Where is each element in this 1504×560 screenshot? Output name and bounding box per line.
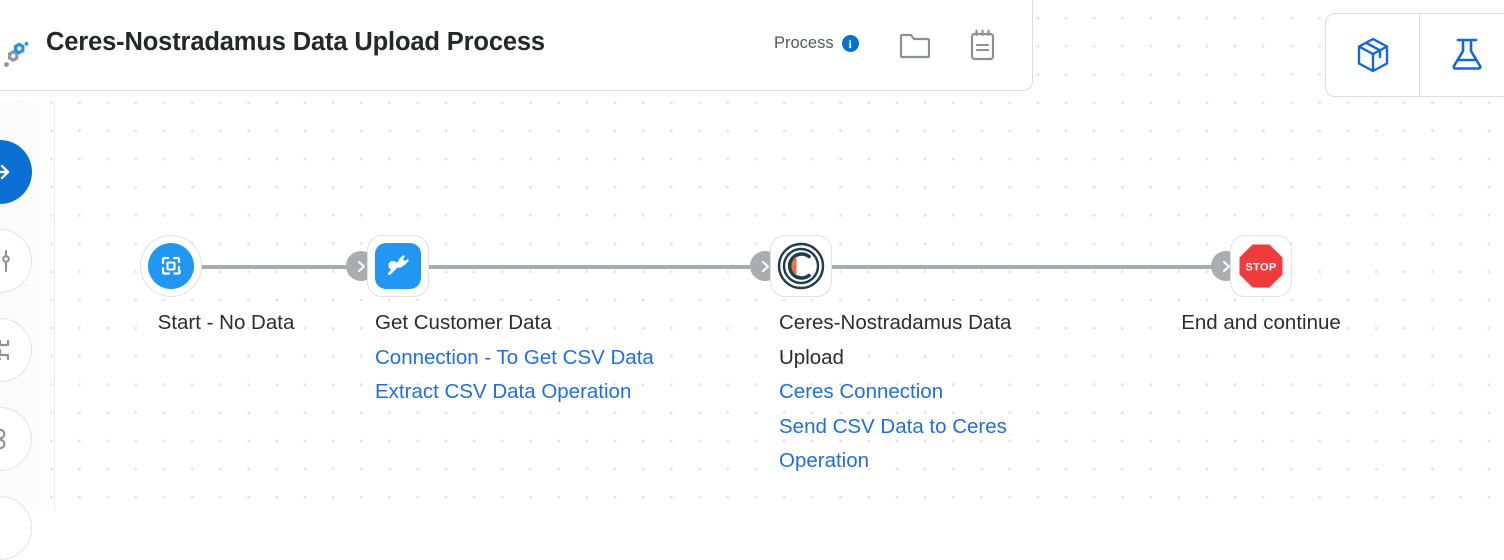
process-header: Ceres-Nostradamus Data Upload Process Pr… — [0, 0, 1033, 91]
node-start[interactable] — [140, 235, 202, 297]
palette-start-shape[interactable] — [0, 140, 32, 204]
stop-sign-icon: STOP — [1239, 244, 1283, 288]
toolbar-divider — [1419, 14, 1420, 96]
notepad-icon — [970, 29, 995, 61]
edge-ceres-to-end — [831, 265, 1241, 269]
node-get-customer-data-connection-link[interactable]: Connection - To Get CSV Data — [375, 345, 654, 369]
process-type-group: Process i — [774, 34, 859, 53]
boomi-hex-logo-icon — [4, 42, 29, 67]
test-flask-button[interactable] — [1420, 14, 1504, 96]
edge-start-to-get-customer-data — [200, 265, 380, 269]
info-icon[interactable]: i — [841, 35, 859, 52]
palette-connector-shape[interactable] — [0, 318, 32, 382]
svg-text:STOP: STOP — [1246, 262, 1277, 274]
palette-extra-shape[interactable] — [0, 496, 32, 560]
flask-icon — [1451, 38, 1482, 70]
chevron-right-icon — [357, 260, 365, 272]
plug-connector-icon — [375, 243, 421, 289]
node-ceres-upload-title: Ceres-Nostradamus Data Upload — [779, 311, 1012, 369]
page-title: Ceres-Nostradamus Data Upload Process — [46, 28, 545, 56]
node-start-title: Start - No Data — [157, 311, 295, 334]
folder-icon — [899, 33, 931, 59]
folder-button[interactable] — [893, 23, 937, 67]
edge-get-customer-data-to-ceres — [428, 265, 783, 269]
node-end-title: End and continue — [1181, 311, 1341, 334]
chevron-right-icon — [1222, 260, 1230, 272]
package-cube-icon — [1357, 37, 1388, 73]
notes-button[interactable] — [960, 23, 1004, 67]
canvas-toolbar — [1325, 13, 1504, 97]
deploy-package-button[interactable] — [1326, 14, 1419, 96]
node-get-customer-data[interactable] — [367, 235, 429, 297]
palette-logic-shape[interactable] — [0, 229, 32, 293]
node-ceres-upload-labels: Ceres-Nostradamus Data Upload Ceres Conn… — [779, 306, 1069, 479]
chevron-right-icon — [761, 260, 769, 272]
node-start-labels: Start - No Data — [96, 306, 356, 341]
arrow-right-icon — [0, 164, 10, 180]
palette-decision-shape[interactable] — [0, 407, 32, 471]
sliders-icon — [2, 250, 10, 272]
ceres-logo-icon — [777, 242, 825, 290]
process-type-label: Process — [774, 34, 834, 52]
node-end[interactable]: STOP — [1230, 235, 1292, 297]
node-get-customer-data-labels: Get Customer Data Connection - To Get CS… — [375, 306, 775, 410]
node-get-customer-data-operation-link[interactable]: Extract CSV Data Operation — [375, 380, 632, 403]
two-circles-icon — [0, 428, 6, 450]
node-end-labels: End and continue — [1131, 306, 1391, 341]
node-get-customer-data-title: Get Customer Data — [375, 311, 552, 334]
puzzle-branch-icon — [0, 339, 10, 361]
shape-palette — [0, 100, 55, 560]
process-flow: STOP Start - No Data Get Customer Data C… — [96, 235, 1391, 479]
node-ceres-operation-link[interactable]: Send CSV Data to Ceres Operation — [779, 414, 1007, 473]
dashed-document-icon — [148, 243, 194, 289]
node-ceres-connection-link[interactable]: Ceres Connection — [779, 380, 944, 403]
node-ceres-upload[interactable] — [770, 235, 832, 297]
